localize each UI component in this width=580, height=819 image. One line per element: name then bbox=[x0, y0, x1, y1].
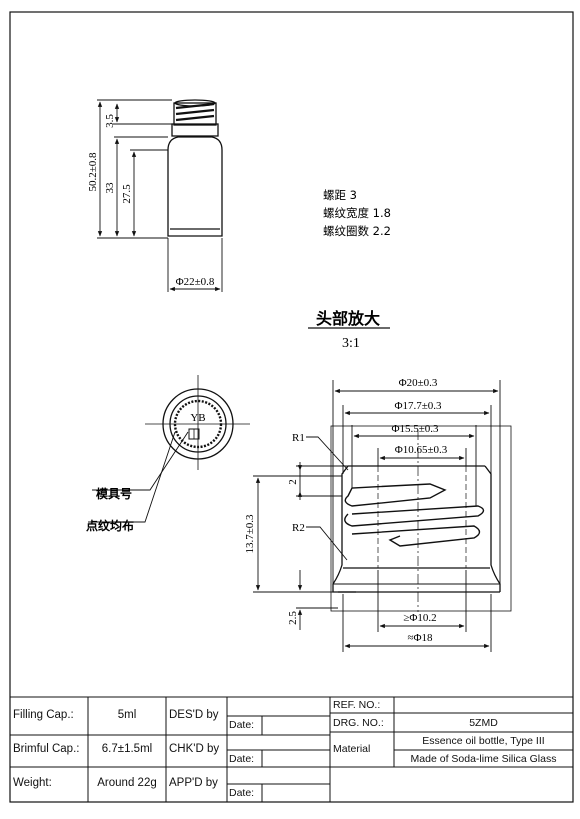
finish-dimension-lines bbox=[253, 380, 501, 652]
dim-neck-height: 3.5 bbox=[104, 114, 116, 128]
dim-bore-diameter: Φ10.65±0.3 bbox=[395, 444, 448, 456]
designed-by-label: DES'D by bbox=[169, 709, 219, 721]
dim-root-diameter: Φ15.5±0.3 bbox=[391, 423, 439, 435]
approved-by-label: APP'D by bbox=[169, 777, 218, 789]
dim-shoulder-height: 27.5 bbox=[121, 184, 133, 204]
material-line-1: Essence oil bottle, Type III bbox=[422, 735, 545, 747]
dim-total-height: 50.2±0.8 bbox=[87, 152, 99, 192]
bottle-side-view bbox=[167, 99, 223, 237]
date-label-2: Date: bbox=[229, 753, 255, 765]
label-dots: 点纹均布 bbox=[86, 518, 134, 533]
drg-no-label: DRG. NO.: bbox=[333, 717, 384, 729]
dim-body-height: 33 bbox=[104, 182, 116, 194]
brimful-cap-value: 6.7±1.5ml bbox=[101, 743, 153, 755]
label-mold-number: 模具号 bbox=[96, 486, 132, 501]
dim-lip-height: 2 bbox=[287, 479, 299, 485]
brimful-cap-label: Brimful Cap.: bbox=[13, 743, 80, 755]
dim-outer-diameter: Φ20±0.3 bbox=[399, 377, 438, 389]
material-label: Material bbox=[333, 743, 371, 755]
filling-cap-value: 5ml bbox=[117, 709, 137, 721]
dim-base-height: 2.5 bbox=[287, 611, 299, 625]
detail-title: 头部放大 bbox=[316, 309, 380, 328]
weight-label: Weight: bbox=[13, 777, 52, 789]
radius-r2: R2 bbox=[292, 522, 305, 534]
note-pitch: 螺距 3 bbox=[323, 188, 357, 202]
drg-no-value: 5ZMD bbox=[469, 717, 498, 729]
weight-value: Around 22g bbox=[97, 777, 157, 789]
dim-approx-diameter: ≈Φ18 bbox=[407, 632, 433, 644]
detail-scale: 3:1 bbox=[342, 336, 360, 351]
side-dimension-lines bbox=[97, 99, 223, 292]
dim-body-diameter: Φ22±0.8 bbox=[176, 276, 215, 288]
sheet-frame bbox=[9, 11, 574, 803]
material-line-2: Made of Soda-lime Silica Glass bbox=[410, 753, 557, 765]
dim-thread-diameter: Φ17.7±0.3 bbox=[394, 400, 442, 412]
note-thread-width: 螺纹宽度 1.8 bbox=[323, 206, 391, 220]
checked-by-label: CHK'D by bbox=[169, 743, 220, 755]
radius-r1: R1 bbox=[292, 432, 305, 444]
date-label-1: Date: bbox=[229, 719, 255, 731]
date-label-3: Date: bbox=[229, 787, 255, 799]
ref-no-label: REF. NO.: bbox=[333, 699, 381, 711]
title-block-grid bbox=[9, 696, 574, 803]
dim-min-diameter: ≥Φ10.2 bbox=[403, 612, 436, 624]
note-thread-turns: 螺纹圈数 2.2 bbox=[323, 224, 391, 238]
dim-finish-height: 13.7±0.3 bbox=[244, 514, 256, 554]
bottle-bottom-view bbox=[88, 375, 250, 523]
mold-code: YB bbox=[190, 412, 205, 424]
filling-cap-label: Filling Cap.: bbox=[13, 709, 74, 721]
